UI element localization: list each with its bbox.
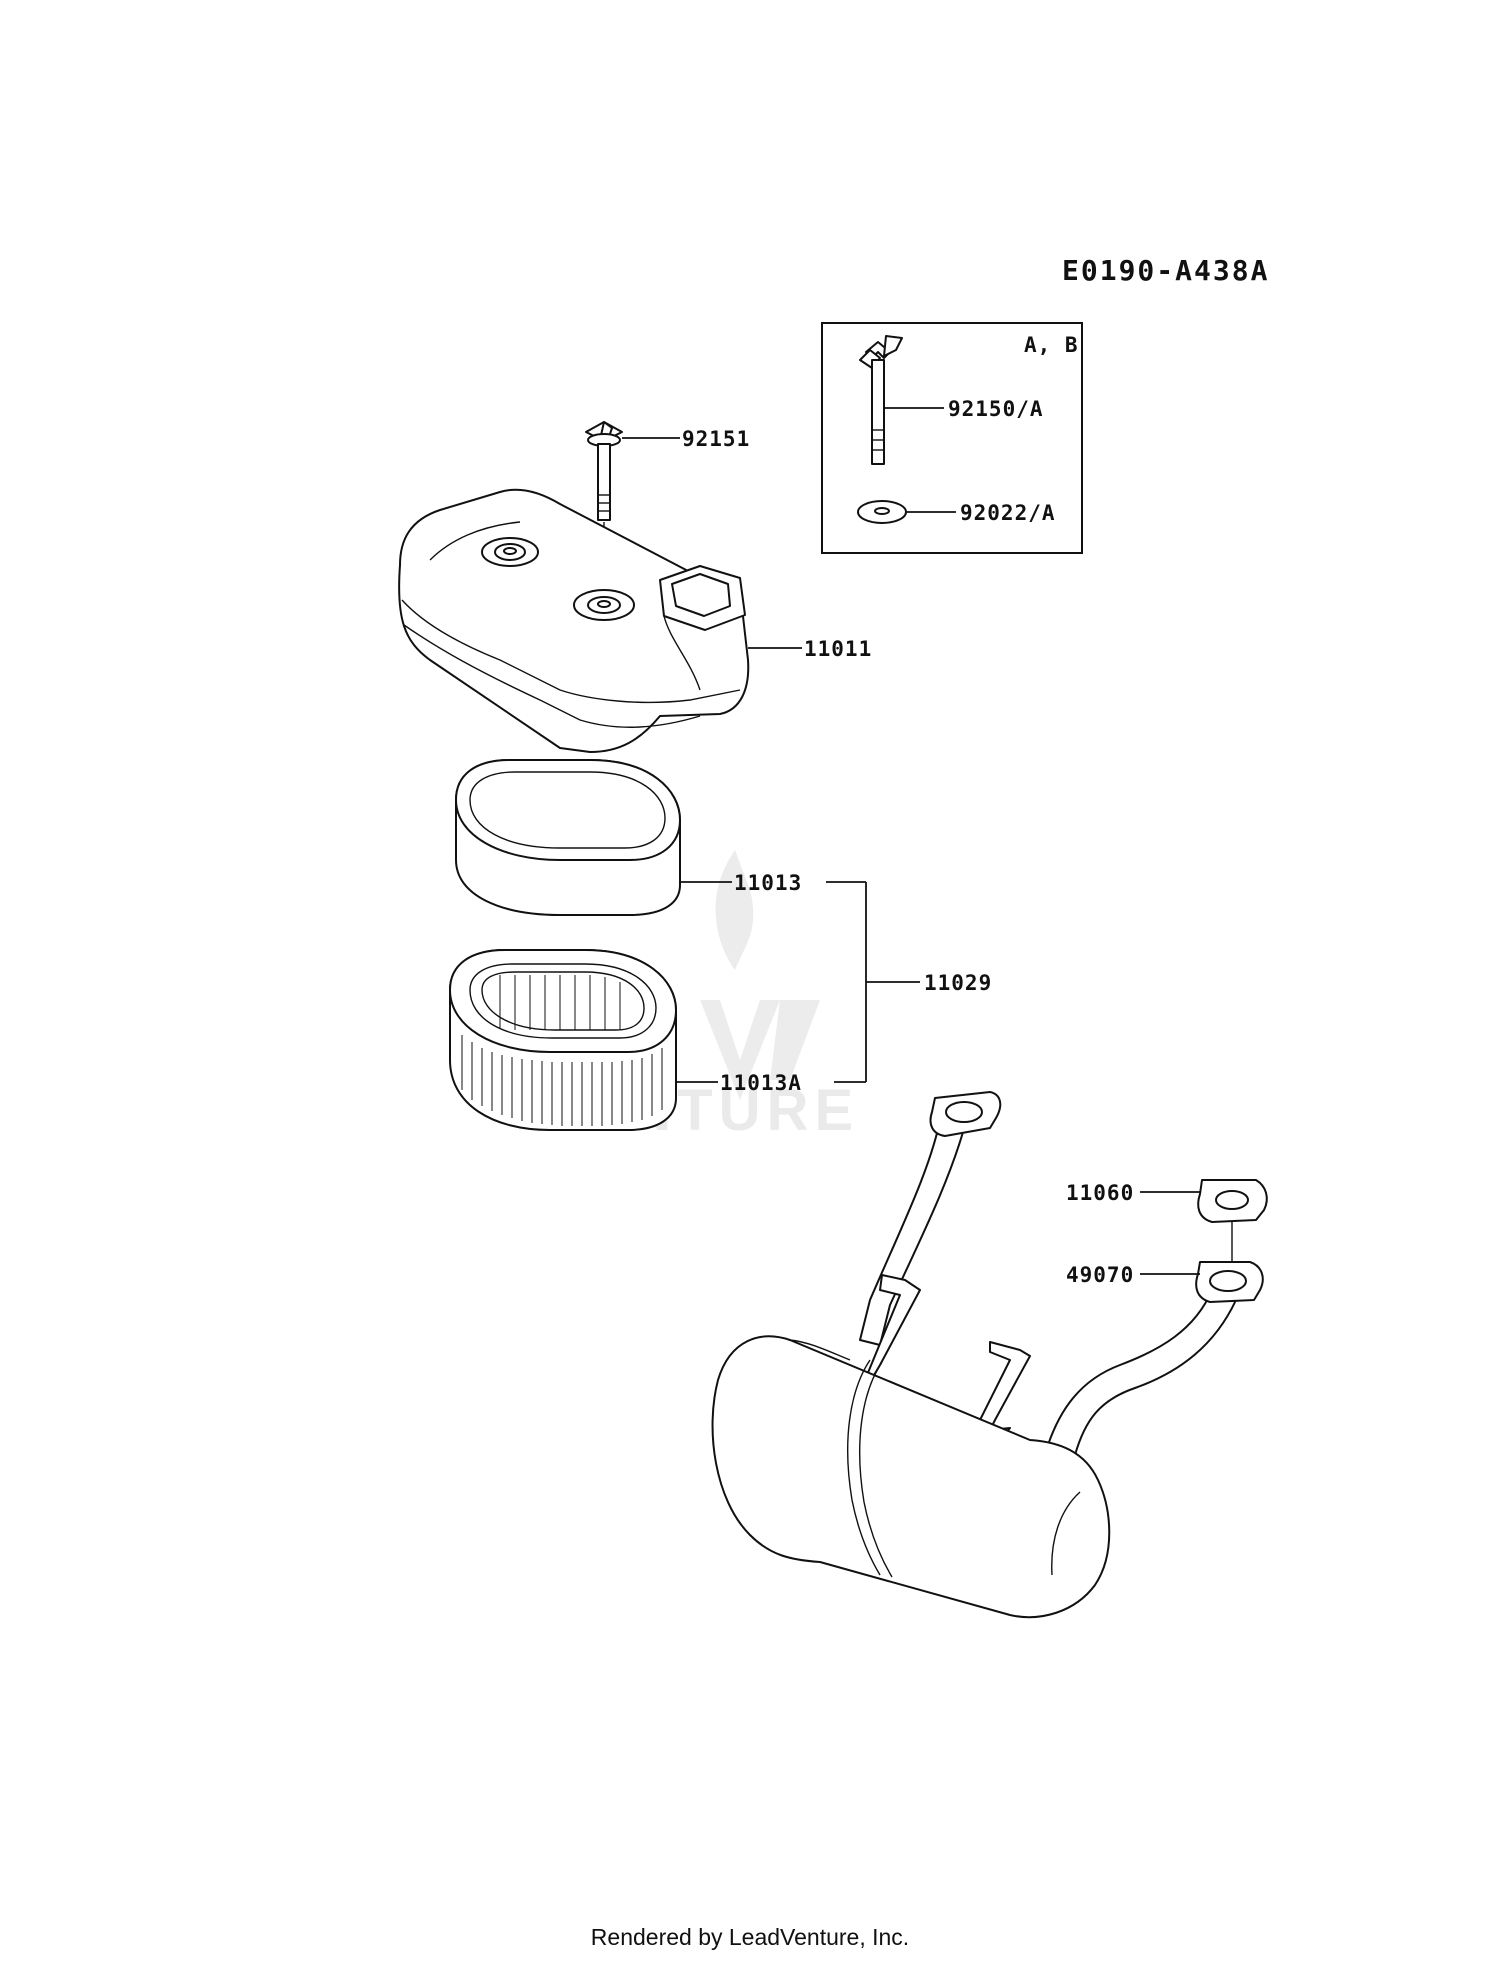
muffler-icon — [711, 1091, 1264, 1619]
callout-bolt: 92151 — [682, 427, 750, 451]
air-cleaner-cover-icon — [398, 488, 750, 753]
callout-element-set: 11029 — [924, 971, 992, 995]
callout-muffler: 49070 — [1066, 1263, 1134, 1287]
callout-cover: 11011 — [804, 637, 872, 661]
foam-element-icon — [455, 759, 681, 916]
reference-code: E0190-A438A — [1062, 254, 1269, 287]
footer-credit: Rendered by LeadVenture, Inc. — [590, 1924, 910, 1950]
inset-washer-icon — [857, 500, 907, 524]
inset-label: A, B — [1024, 333, 1079, 357]
callout-gasket: 11060 — [1066, 1181, 1134, 1205]
inset-box: A, B 92150/A 92022/A — [821, 322, 1083, 554]
inset-bolt-icon — [859, 335, 903, 465]
callout-inset-washer: 92022/A — [960, 501, 1056, 525]
wing-bolt-icon — [585, 421, 623, 600]
element-set-bracket — [826, 881, 920, 1083]
callout-foam-element: 11013 — [734, 871, 802, 895]
callout-paper-element: 11013A — [720, 1071, 802, 1095]
paper-element-icon — [449, 949, 677, 1131]
gasket-icon — [1197, 1179, 1268, 1262]
callout-inset-bolt: 92150/A — [948, 397, 1044, 421]
